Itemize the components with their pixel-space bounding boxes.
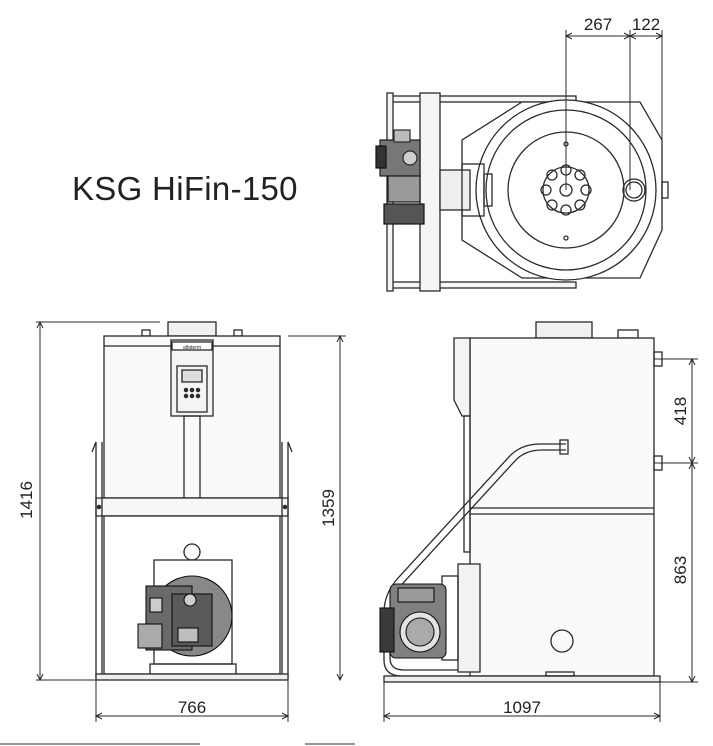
dim-side-418: 418 — [671, 397, 690, 425]
dim-front-1359: 1359 — [319, 489, 338, 527]
drawing-title: KSG HiFin-150 — [72, 170, 298, 207]
dim-top-122: 122 — [632, 15, 660, 34]
top-dimension-lines — [564, 30, 664, 190]
side-view — [379, 321, 663, 683]
dim-front-1416: 1416 — [17, 481, 36, 519]
dim-side-863: 863 — [671, 556, 690, 584]
brand-plate: alfaterm — [183, 345, 201, 351]
side-dimension-lines — [382, 357, 698, 722]
front-view — [91, 321, 293, 681]
dim-top-267: 267 — [584, 15, 612, 34]
dim-front-766: 766 — [178, 698, 206, 717]
front-dimension-lines — [36, 320, 346, 722]
dim-side-1097: 1097 — [503, 698, 541, 717]
top-view — [375, 92, 669, 292]
